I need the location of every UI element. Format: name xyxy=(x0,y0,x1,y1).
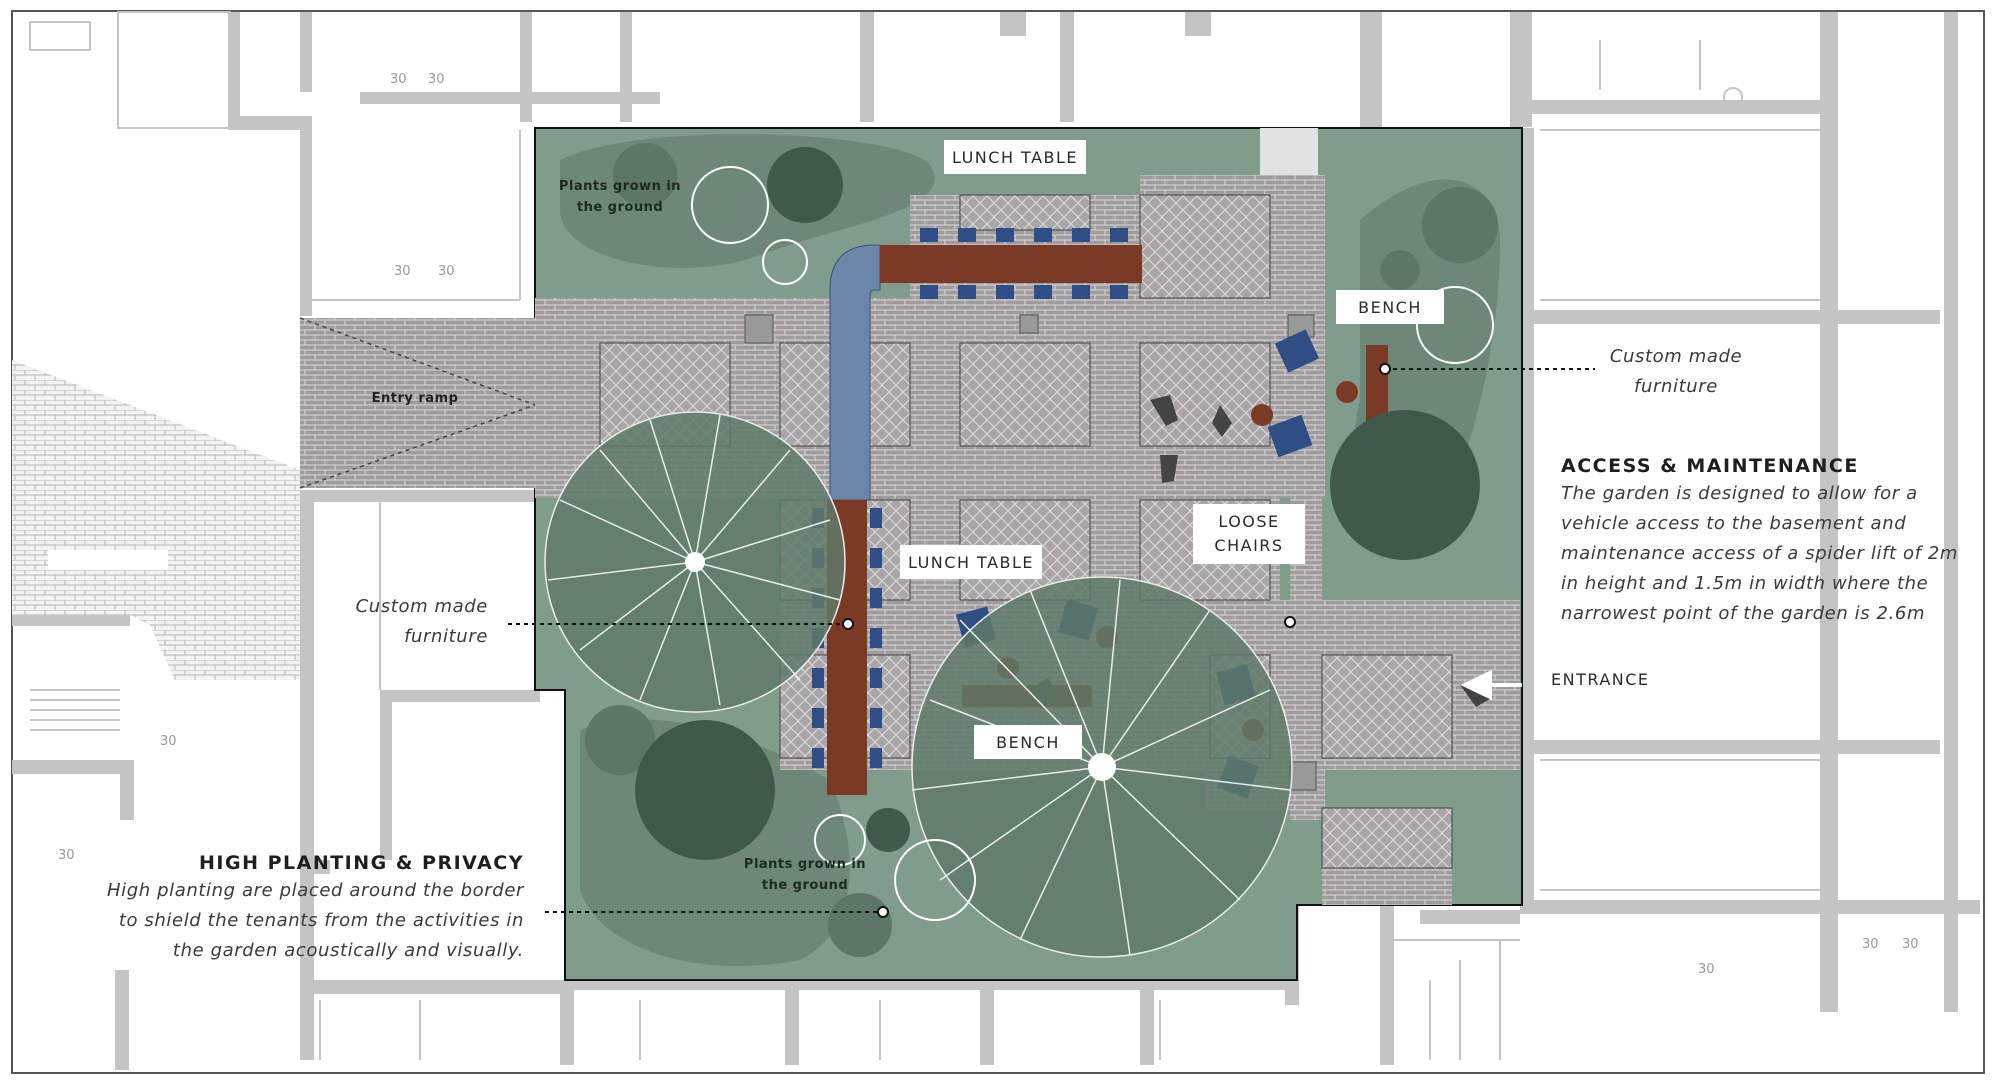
access-title: ACCESS & MAINTENANCE xyxy=(1561,455,1859,477)
annotation-custom-furniture-right: Custom made furniture xyxy=(1606,342,1746,402)
right-path-upper xyxy=(1290,175,1325,300)
custom-furniture-left-line-1: Custom made xyxy=(355,596,488,617)
loose-chairs-line-2: CHAIRS xyxy=(1214,536,1284,555)
label-bench-bottom: BENCH xyxy=(974,725,1082,759)
plants-top-line-1: Plants grown in xyxy=(558,179,682,194)
tree-canopy-bottom xyxy=(911,576,1293,958)
label-plants-bottom: Plants grown in the ground xyxy=(730,854,880,896)
drains xyxy=(744,314,1317,791)
plan-mark: 30 xyxy=(58,848,75,863)
tree-canopy-left xyxy=(544,411,846,713)
planting-line-1: High planting are placed around the bord… xyxy=(107,880,524,901)
annotation-custom-furniture-left: Custom made furniture xyxy=(352,592,488,652)
label-lunch-table-top: LUNCH TABLE xyxy=(944,140,1086,174)
planting-line-3: the garden acoustically and visually. xyxy=(172,940,524,961)
planting-title: HIGH PLANTING & PRIVACY xyxy=(199,852,524,874)
plan-mark: 30 xyxy=(438,264,455,279)
access-line-3: maintenance access of a spider lift of 2… xyxy=(1561,543,1959,564)
label-plants-top: Plants grown in the ground xyxy=(545,176,695,218)
plants-bottom-line-1: Plants grown in xyxy=(743,857,867,872)
left-brick-slot xyxy=(48,550,168,570)
label-entrance: ENTRANCE xyxy=(1551,670,1650,689)
left-brick-slope xyxy=(12,360,300,680)
chairs-top-table xyxy=(920,228,1128,299)
shrubs xyxy=(585,143,1498,957)
leader-dots xyxy=(842,363,1391,918)
plan-mark: 30 xyxy=(428,72,445,87)
plants-top-line-2: the ground xyxy=(576,200,664,215)
building-thin-lines xyxy=(12,11,1820,1060)
plan-mark: 30 xyxy=(390,72,407,87)
leader-lines xyxy=(508,368,1595,913)
access-line-1: The garden is designed to allow for a xyxy=(1561,483,1918,504)
access-line-5: narrowest point of the garden is 2.6m xyxy=(1561,603,1926,624)
plants-bottom-line-2: the ground xyxy=(761,878,849,893)
annotation-access-maintenance: ACCESS & MAINTENANCE The garden is desig… xyxy=(1561,455,1981,629)
lunch-table-top xyxy=(880,245,1142,283)
label-bench-right: BENCH xyxy=(1336,290,1444,324)
stairs-left xyxy=(30,689,120,731)
label-loose-chairs: LOOSE CHAIRS xyxy=(1193,504,1305,564)
planting-line-2: to shield the tenants from the activitie… xyxy=(118,910,524,931)
access-line-2: vehicle access to the basement and xyxy=(1561,513,1907,534)
plan-mark: 30 xyxy=(1902,937,1919,952)
custom-furniture-left-line-2: furniture xyxy=(404,626,488,647)
entry-ramp-paving xyxy=(300,318,540,488)
plan-mark: 30 xyxy=(160,734,177,749)
loose-chairs-line-1: LOOSE xyxy=(1218,512,1280,531)
corner-slab xyxy=(1260,128,1318,176)
plan-mark: 30 xyxy=(394,264,411,279)
label-entry-ramp: Entry ramp xyxy=(371,391,459,406)
plan-mark: 30 xyxy=(1698,962,1715,977)
custom-furniture-right-line-2: furniture xyxy=(1634,376,1718,397)
building-walls xyxy=(12,12,1980,1070)
entrance-arrow-icon xyxy=(1460,669,1522,701)
label-lunch-table-mid: LUNCH TABLE xyxy=(900,545,1042,579)
access-line-4: in height and 1.5m in width where the xyxy=(1561,573,1929,594)
plan-mark: 30 xyxy=(1862,937,1879,952)
annotation-high-planting: HIGH PLANTING & PRIVACY High planting ar… xyxy=(60,852,524,966)
custom-furniture-right-line-1: Custom made xyxy=(1609,346,1743,367)
